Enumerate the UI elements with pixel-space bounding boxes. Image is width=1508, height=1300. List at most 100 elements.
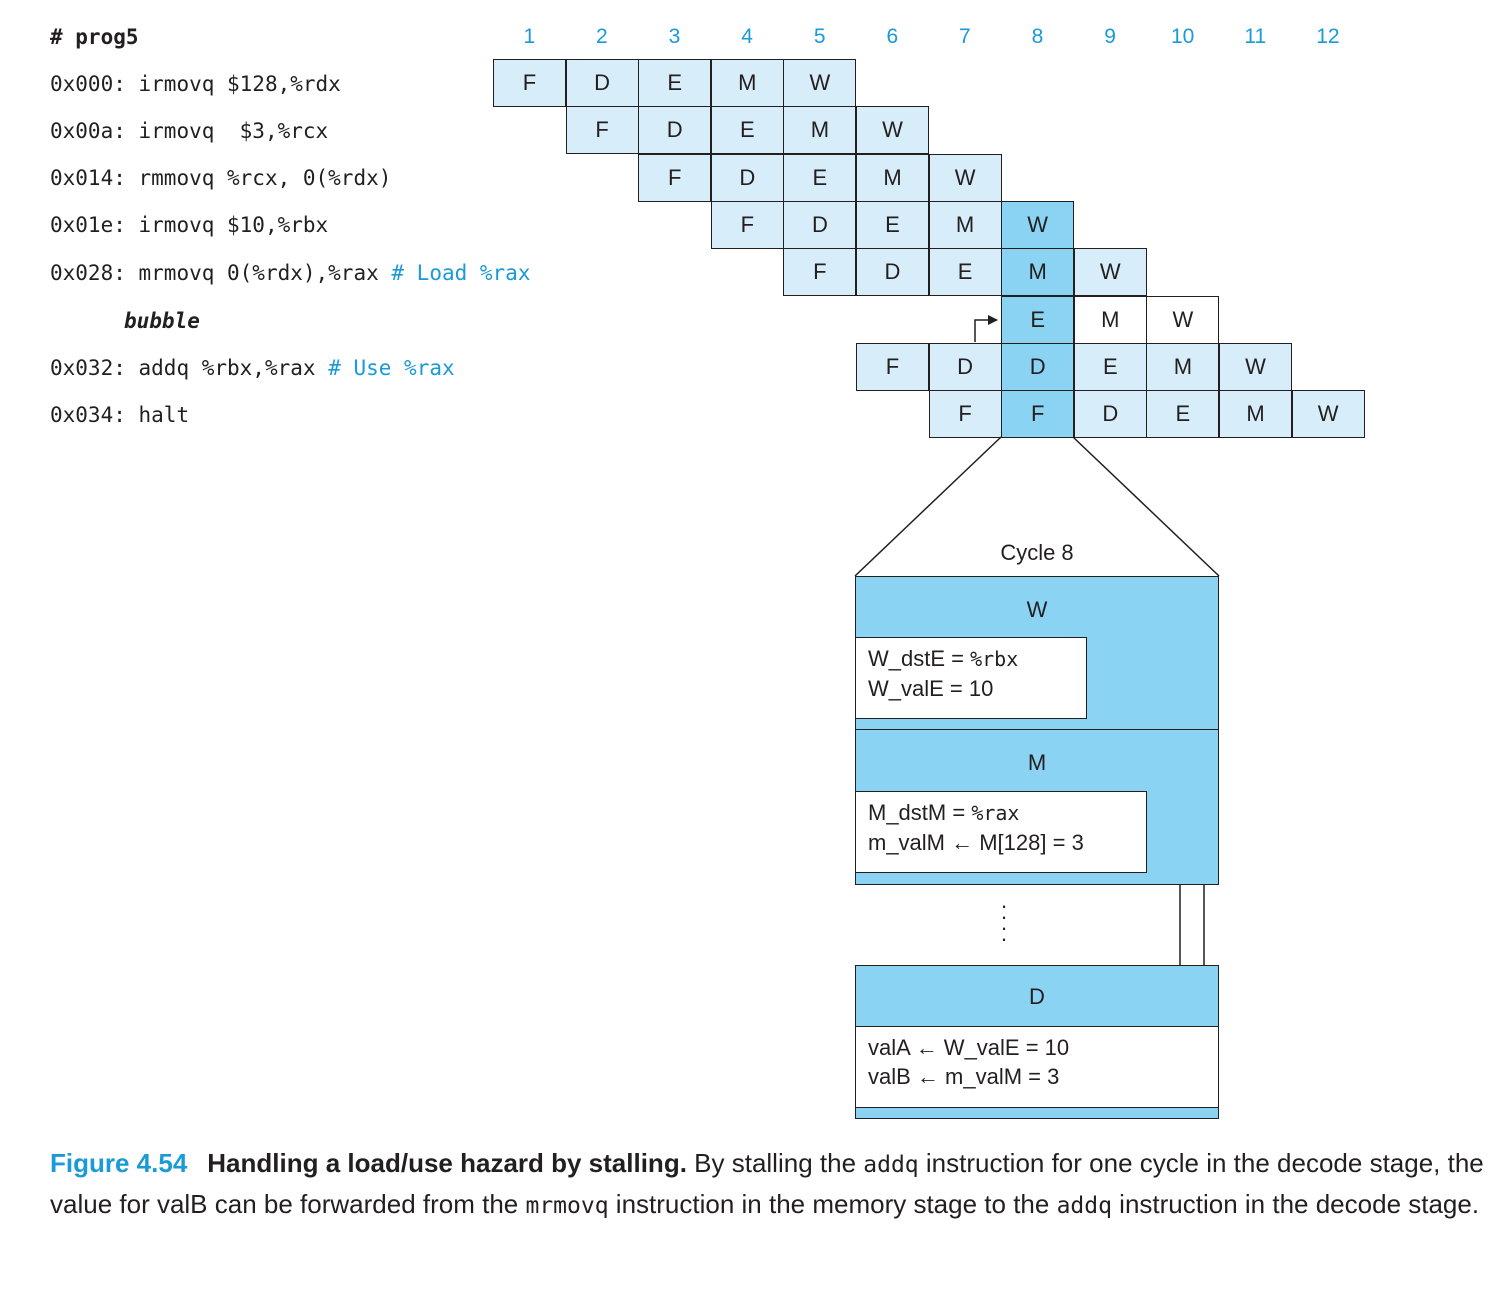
vala-line: valA ← W_valE = 10: [868, 1035, 1070, 1060]
instruction: halt: [138, 403, 190, 427]
caption-code: mrmovq: [525, 1193, 609, 1219]
pipeline-stage-cell: M: [1219, 390, 1292, 439]
pipeline-stage-cell: D: [710, 153, 784, 202]
caption-text: instruction for one cycle in the decode …: [50, 1148, 1484, 1219]
ellipsis-dots: ····: [1000, 893, 1008, 951]
pipeline-stage-cell: E: [1146, 390, 1220, 439]
address: 0x00a:: [50, 119, 126, 143]
address: 0x000:: [50, 72, 126, 96]
pipeline-stage-cell: D: [928, 342, 1002, 391]
program-line: 0x028: mrmovq 0(%rdx),%rax # Load %rax: [50, 258, 530, 288]
instruction: addq %rbx,%rax: [138, 356, 316, 380]
address: 0x032:: [50, 356, 126, 380]
zoom-line-left: [854, 436, 1002, 577]
pipeline-stage-cell: E: [783, 153, 857, 202]
zoom-line-right: [1072, 436, 1220, 577]
pipeline-stage-cell: F: [493, 59, 566, 107]
program-line: 0x032: addq %rbx,%rax # Use %rax: [50, 353, 455, 383]
pipeline-stage-cell: D: [783, 200, 857, 249]
instruction: rmmovq %rcx, 0(%rdx): [138, 166, 392, 190]
instruction: irmovq $3,%rcx: [138, 119, 329, 143]
pipeline-stage-cell: D: [565, 59, 639, 107]
instruction: mrmovq 0(%rdx),%rax: [138, 261, 379, 285]
caption-title: Handling a load/use hazard by stalling.: [207, 1148, 687, 1178]
cycle-number: 11: [1244, 25, 1267, 48]
pipeline-stage-cell: D: [1073, 390, 1147, 439]
cycle-number: 6: [886, 25, 899, 48]
pipeline-stage-cell: F: [710, 200, 784, 249]
bubble-label: bubble: [124, 309, 200, 333]
pipeline-stage-cell: F: [638, 153, 712, 202]
pipeline-stage-cell: W: [1001, 200, 1075, 249]
address: 0x028:: [50, 261, 126, 285]
pipeline-stage-cell: M: [856, 153, 929, 202]
cycle-number: 1: [523, 25, 536, 48]
valb-line: valB ← m_valM = 3: [868, 1064, 1060, 1089]
bubble-insert-arrow: [974, 315, 998, 342]
cycle-number: 3: [668, 25, 681, 48]
pipeline-stage-cell: F: [856, 342, 929, 391]
pipeline-stage-cell: F: [1001, 390, 1075, 439]
program-title: # prog5: [50, 25, 139, 49]
instruction: irmovq $128,%rdx: [138, 72, 341, 96]
cycle-number: 4: [741, 25, 753, 48]
w-vale-line: W_valE = 10: [868, 676, 994, 701]
w-stage-values: W_dstE = %rbx W_valE = 10: [855, 637, 1087, 719]
w-dste-reg: %rbx: [970, 647, 1019, 671]
d-stage-label: D: [1029, 984, 1045, 1009]
cycle-number: 10: [1171, 25, 1195, 48]
cycle-number: 12: [1316, 25, 1340, 48]
program-line: 0x000: irmovq $128,%rdx: [50, 69, 341, 99]
figure-number: Figure 4.54: [50, 1148, 188, 1178]
pipeline-stage-cell: E: [710, 106, 784, 155]
pipeline-stage-cell: F: [783, 248, 857, 297]
pipeline-stage-cell: W: [856, 106, 929, 155]
cycle-number: 5: [813, 25, 826, 48]
cycle-number: 9: [1104, 25, 1116, 48]
pipeline-stage-cell: M: [928, 200, 1002, 249]
instruction: irmovq $10,%rbx: [138, 213, 329, 237]
m-dstm-prefix: M_dstM =: [868, 800, 972, 825]
pipeline-stage-cell: E: [638, 59, 712, 107]
pipeline-stage-cell: E: [1073, 342, 1147, 391]
pipeline-stage-cell: D: [1001, 342, 1075, 391]
pipeline-stage-cell: W: [928, 153, 1002, 202]
pipeline-stage-cell: D: [856, 248, 929, 297]
program-line: 0x01e: irmovq $10,%rbx: [50, 210, 328, 240]
cycle-number: 2: [596, 25, 608, 48]
pipeline-stage-cell: E: [928, 248, 1002, 297]
address: 0x01e:: [50, 213, 126, 237]
cycle-number: 7: [959, 25, 971, 48]
m-stage-label: M: [1027, 750, 1047, 775]
cycle-number: 8: [1031, 25, 1044, 48]
w-dste-prefix: W_dstE =: [868, 646, 971, 671]
m-stage-values: M_dstM = %rax m_valM ← M[128] = 3: [855, 791, 1147, 873]
caption-code: addq: [863, 1152, 919, 1178]
address: 0x014:: [50, 166, 126, 190]
pipeline-stage-cell: F: [565, 106, 639, 155]
d-stage-values: valA ← W_valE = 10 valB ← m_valM = 3: [855, 1026, 1219, 1108]
pipeline-stage-cell: W: [1073, 248, 1147, 297]
caption-code: addq: [1056, 1193, 1112, 1219]
caption-text: By stalling the: [686, 1148, 864, 1178]
m-valm-line: m_valM ← M[128] = 3: [868, 830, 1084, 855]
program-line: 0x034: halt: [50, 400, 189, 430]
m-dstm-reg: %rax: [971, 801, 1020, 825]
figure-caption: Figure 4.54 Handling a load/use hazard by…: [50, 1144, 1490, 1226]
pipeline-stage-cell: W: [783, 59, 857, 107]
program-line: 0x00a: irmovq $3,%rcx: [50, 116, 328, 146]
address: 0x034:: [50, 403, 126, 427]
detail-title: Cycle 8: [1000, 540, 1074, 565]
pipeline-stage-cell: M: [783, 106, 857, 155]
caption-text: instruction in the memory stage to the: [608, 1189, 1057, 1219]
comment: # Load %rax: [391, 261, 531, 285]
pipeline-stage-cell: E: [856, 200, 929, 249]
pipeline-stage-cell: F: [928, 390, 1002, 439]
w-stage-label: W: [1026, 597, 1048, 622]
caption-text: instruction in the decode stage.: [1111, 1189, 1480, 1219]
comment: # Use %rax: [328, 356, 455, 380]
program-line: 0x014: rmmovq %rcx, 0(%rdx): [50, 163, 391, 193]
pipeline-stage-cell: W: [1291, 390, 1365, 439]
pipeline-stage-cell: W: [1219, 342, 1292, 391]
